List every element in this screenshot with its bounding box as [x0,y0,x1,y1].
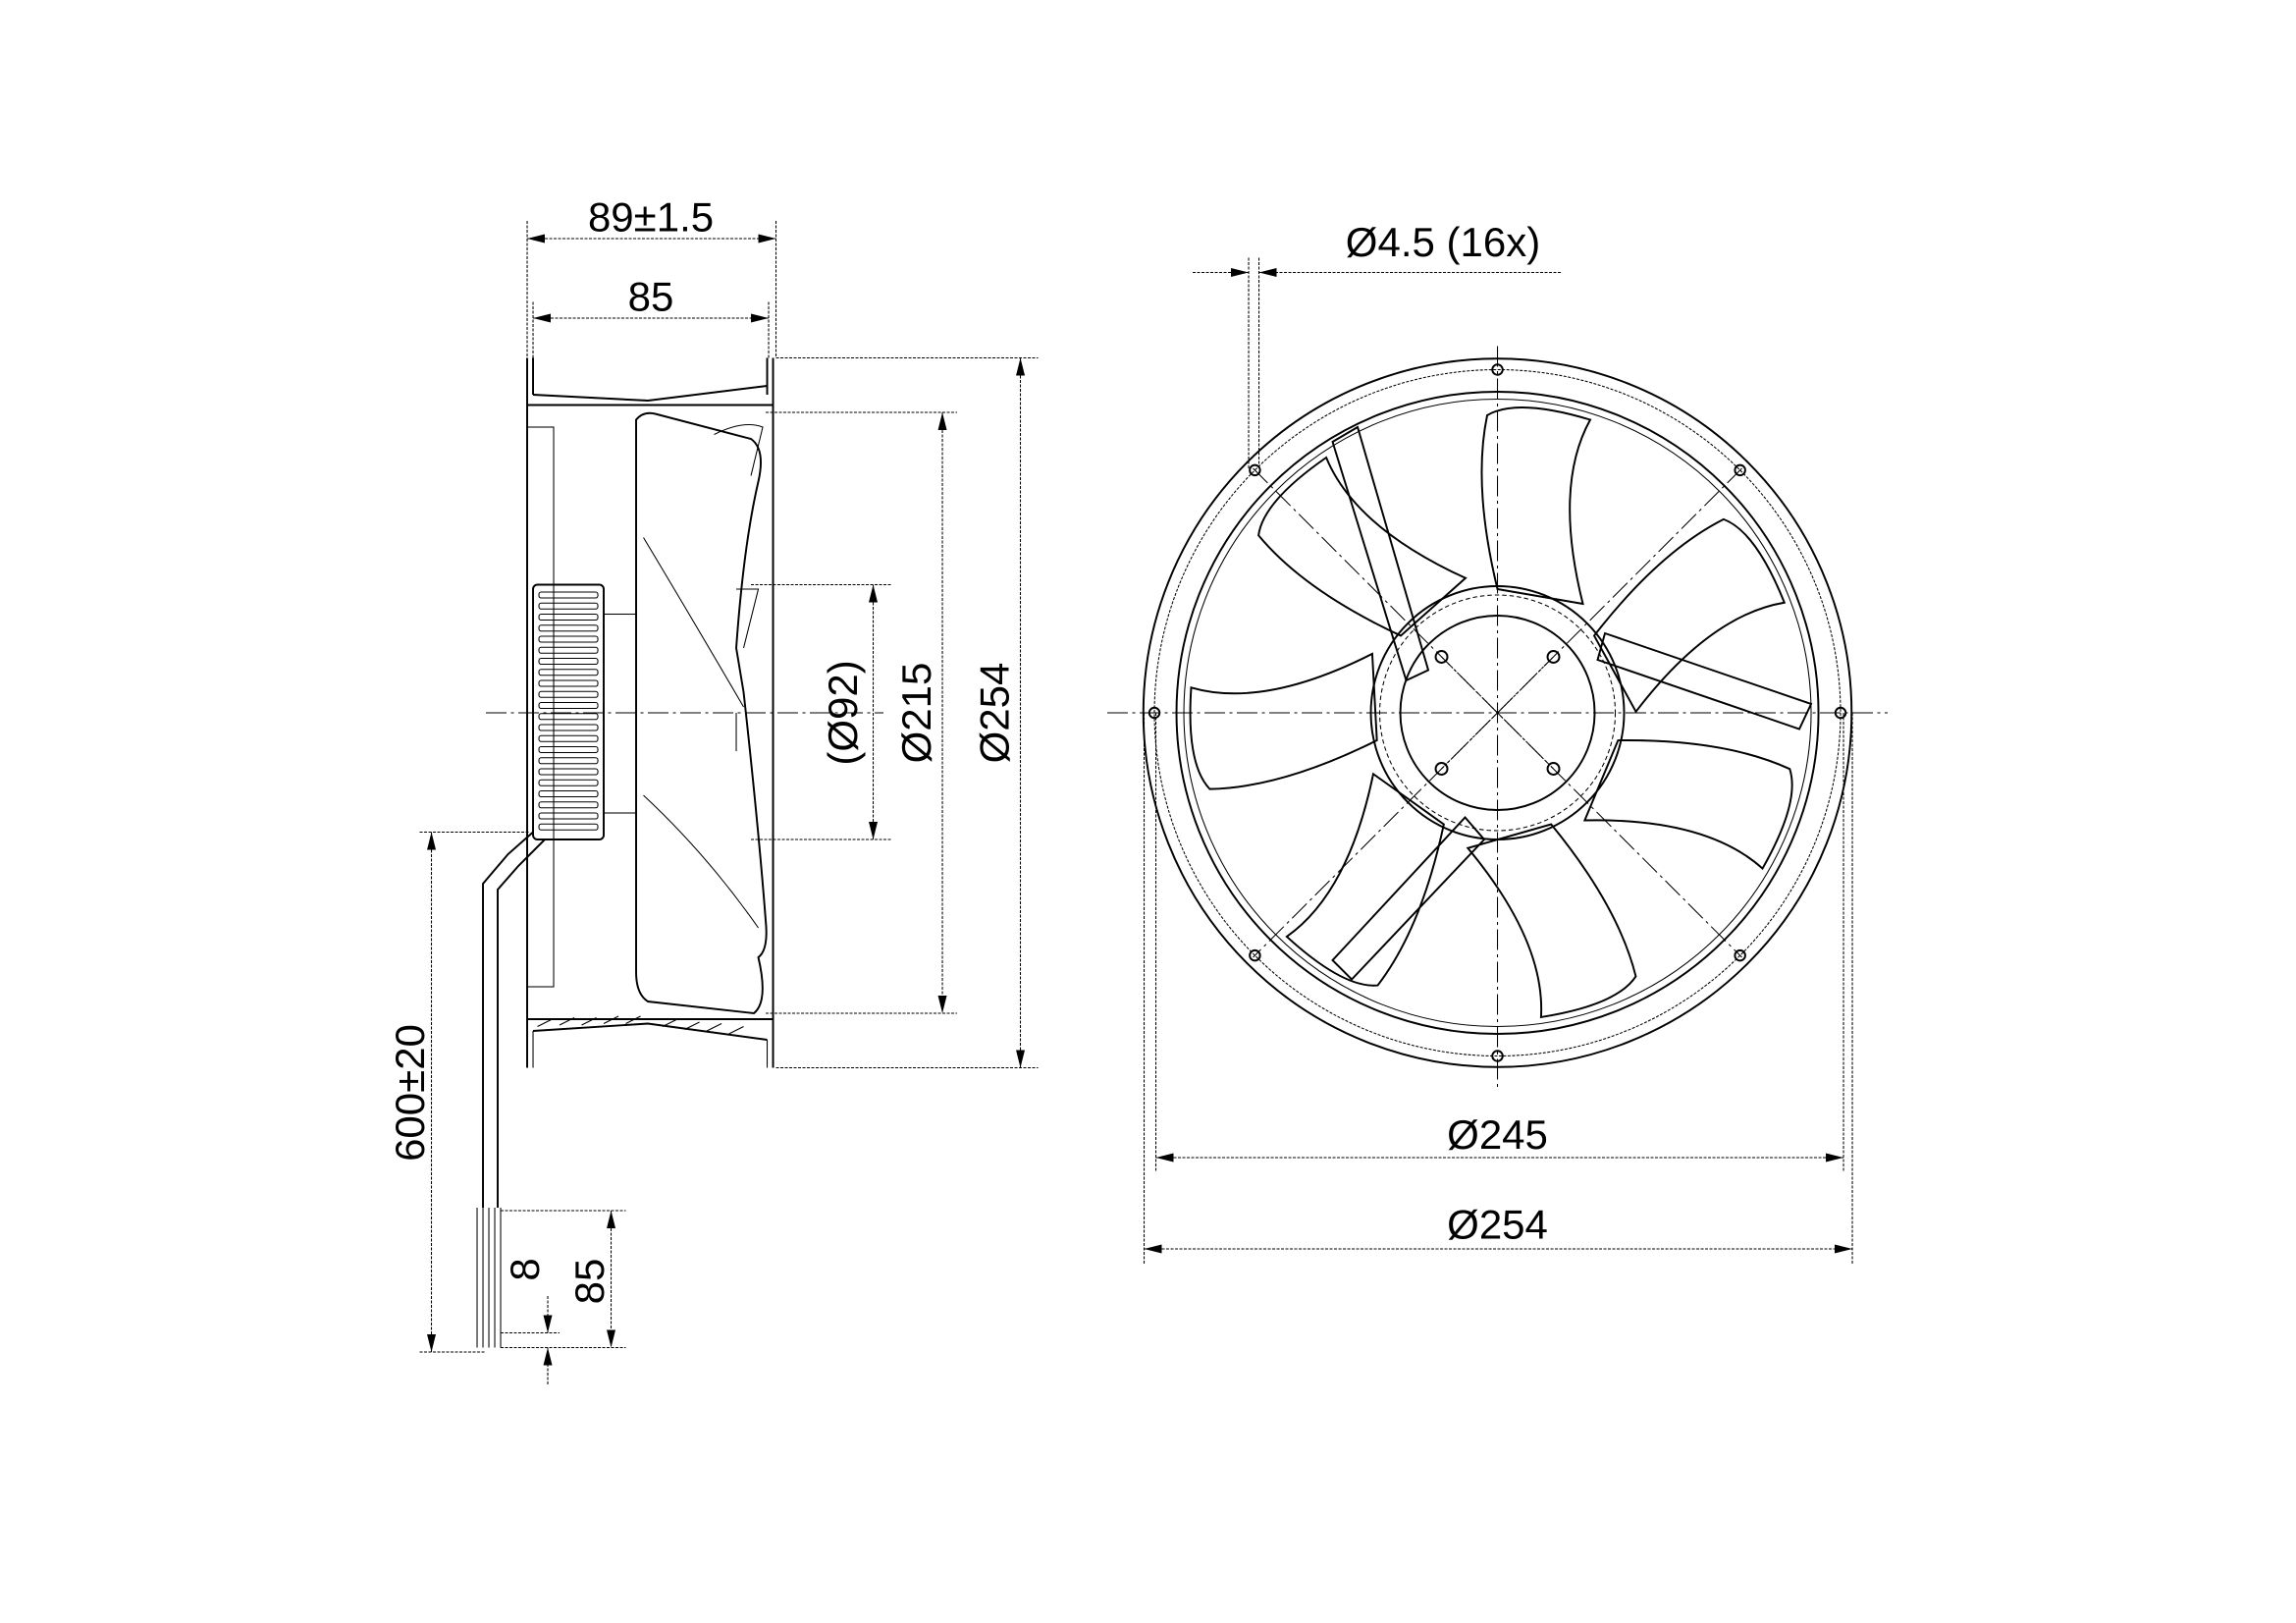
dimension-lines [419,221,1039,1384]
struts [1331,425,1813,981]
cooling-fin [538,789,599,798]
lead-length-label: 85 [566,1259,613,1305]
impeller-blade [1189,652,1378,790]
front-dimension-lines [1143,257,1853,1264]
cooling-fin [538,713,599,721]
impeller-side [635,411,768,1015]
impeller-blades [1189,406,1793,1019]
cooling-fin [538,646,599,654]
cooling-fin [538,613,599,622]
frame-diameter-label: Ø254 [972,663,1018,764]
impeller-blade [1466,823,1637,1019]
cooling-fin [538,812,599,820]
cooling-fin [538,768,599,776]
frame-outline [526,357,774,1068]
motor-with-fins [532,583,637,840]
cooling-fin [538,779,599,786]
impeller-blade [1285,772,1445,987]
cooling-fin [538,591,599,599]
strip-length-label: 8 [502,1258,548,1280]
bolt-circle-label: Ø245 [1447,1111,1548,1158]
cooling-fin [538,624,599,632]
side-view: 89±1.5 85 (Ø92) Ø215 Ø254 600±20 8 85 [387,194,1039,1384]
cable [476,831,546,1348]
mounting-hole [1734,948,1746,962]
overall-depth-label: 89±1.5 [588,194,714,241]
cooling-fin [538,757,599,765]
hole-spec-label: Ø4.5 (16x) [1346,219,1540,265]
impeller-blade [1592,517,1787,714]
cooling-fin [538,745,599,754]
outer-diameter-label: Ø254 [1447,1202,1548,1248]
cooling-fin [538,669,599,676]
cooling-fin [538,801,599,809]
hub-mounting-holes [1434,650,1561,776]
mounting-hole [1734,463,1746,477]
cooling-fin [538,690,599,698]
mounting-hole [1249,948,1261,962]
impeller-diameter-label: Ø215 [893,663,939,764]
cooling-fin [538,679,599,687]
impeller-blade [1582,739,1793,871]
hub-diameter-label: (Ø92) [820,660,866,765]
mounting-hole [1249,463,1261,477]
cooling-fin [538,734,599,742]
impeller-blade [1480,406,1592,606]
cooling-fin [538,724,599,731]
front-view: Ø4.5 (16x) Ø245 Ø254 [1107,219,1889,1264]
cooling-fin [538,657,599,666]
impeller-blade [1257,456,1468,637]
cooling-fin [538,823,599,831]
cooling-fin [538,635,599,643]
cable-length-label: 600±20 [387,1024,433,1162]
cooling-fin [538,602,599,610]
frame-depth-label: 85 [628,274,674,320]
cooling-fin [538,701,599,710]
